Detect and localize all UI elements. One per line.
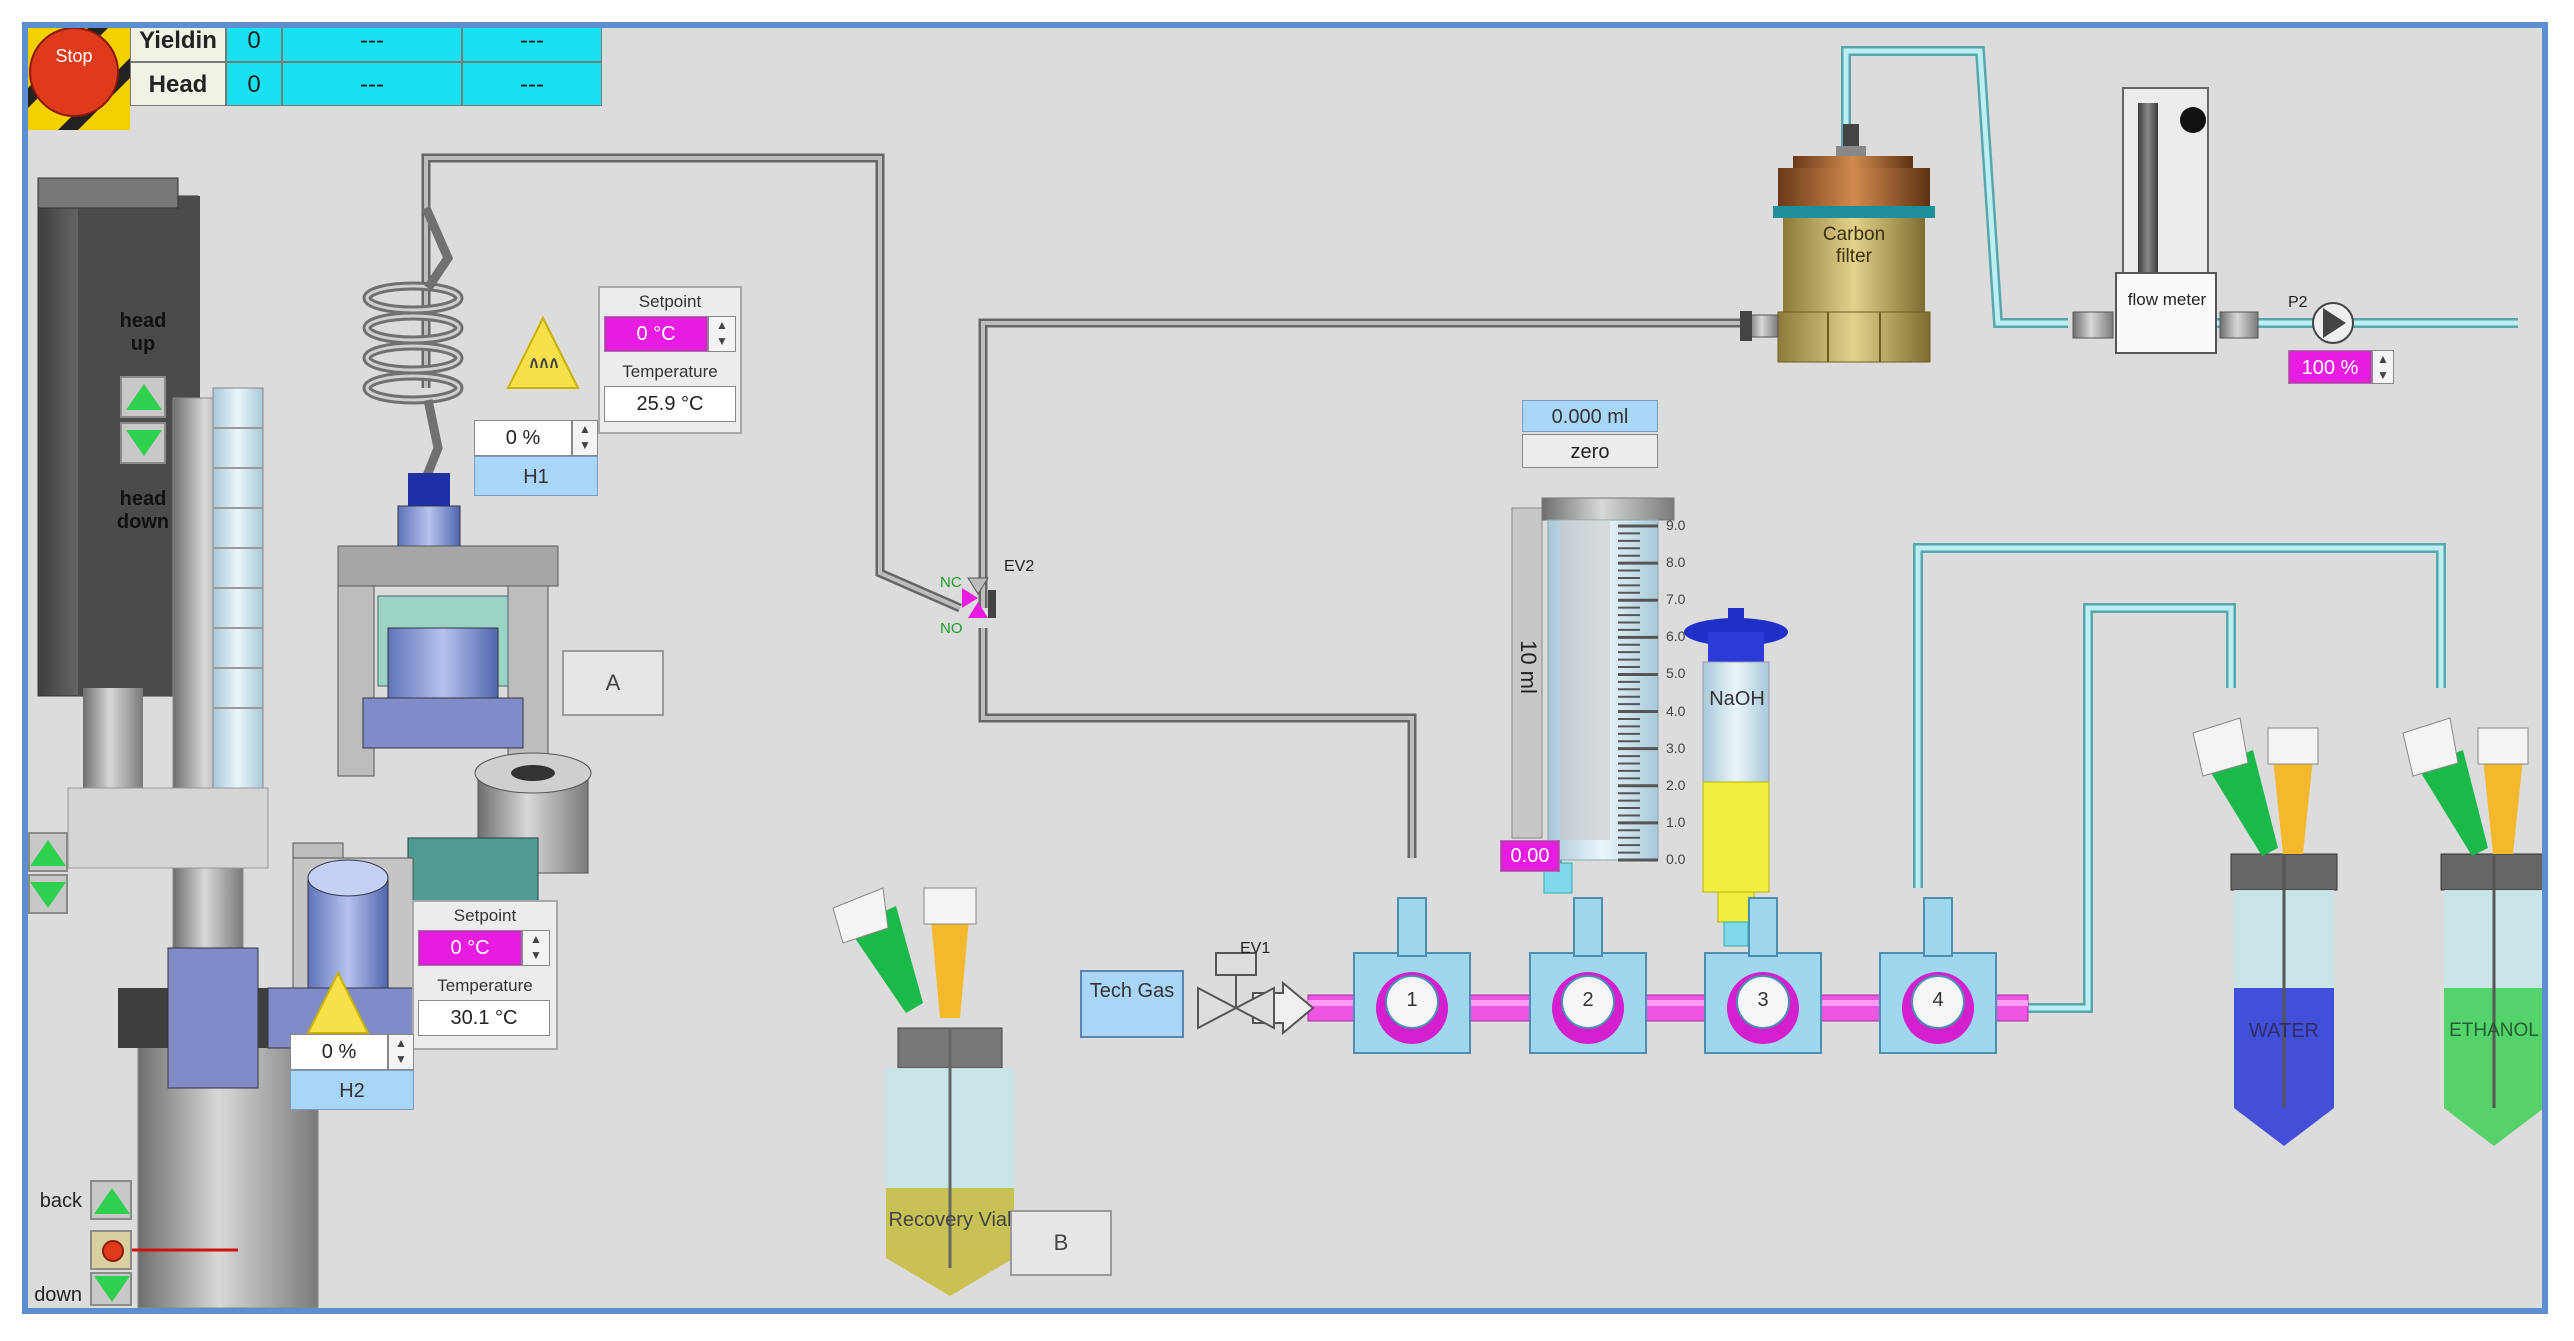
naoh-syringe [1684,608,1788,947]
ethanol-vial [2402,717,2542,1146]
syringe-tick-label: 0.0 [1666,851,1686,867]
status-row-col2: --- [282,28,462,62]
arrow-down-icon [126,430,162,456]
syringe-tick-label: 9.0 [1666,517,1686,533]
carbon-filter [1740,124,1935,363]
b-button[interactable]: B [1010,1210,1112,1276]
setpoint-title: Setpoint [453,906,517,925]
arrow-up-icon [94,1188,130,1214]
arrow-up-icon [30,840,66,866]
three-way-valve-icon [962,577,996,618]
arrow-up-icon [126,384,162,410]
side-up-button[interactable] [28,832,68,872]
ev2-label: EV2 [1004,558,1035,575]
water-vial-label: WATER [2249,1020,2319,1042]
heater-bottom-power-input[interactable]: 0 % [290,1034,388,1070]
back-up-button[interactable] [90,1180,132,1220]
heater-bottom-temperature: 30.1 °C [418,1000,550,1036]
manifold-valve-1[interactable] [1353,897,1471,1054]
flow-meter [2072,87,2354,354]
setpoint-title: Setpoint [638,292,702,311]
syringe-tick-label: 4.0 [1666,702,1686,719]
gas-line-valve1 [978,628,1417,858]
stop-label: Stop [55,46,93,66]
status-row-col3: --- [462,62,602,106]
carbon-filter-label: Carbon filter [1822,224,1886,267]
head-up-label: head up [119,310,167,355]
syringe-volume-readout: 0.000 ml [1522,400,1658,432]
ev2-port-nc: NC [940,574,962,591]
ethanol-vial-label: ETHANOL [2449,1020,2539,1041]
a-button[interactable]: A [562,650,664,716]
arrow-down-icon [94,1276,130,1302]
ev1-label: EV1 [1240,940,1271,957]
manifold-valve-label: 2 [1582,989,1594,1011]
heater-top-power-spinner[interactable]: ▲▼ [572,420,598,456]
manifold-valve-label: 3 [1757,989,1769,1011]
temperature-title: Temperature [622,362,718,381]
heater-top-temperature: 25.9 °C [604,386,736,422]
status-row-value: 0 [226,62,282,106]
flow-valve-label: P2 [2288,294,2308,311]
heater-bottom-setpoint-spinner[interactable]: ▲▼ [522,930,550,966]
flow-percent-spinner[interactable]: ▲▼ [2372,350,2394,384]
head-up-button[interactable] [120,376,166,418]
syringe-tick-label: 6.0 [1666,628,1686,645]
syringe-tick-label: 7.0 [1666,591,1686,608]
syringe-pump [1511,497,1675,894]
heater-top-power-input[interactable]: 0 % [474,420,572,456]
syringe-tick-label: 3.0 [1666,739,1686,756]
naoh-label: NaOH [1709,688,1765,710]
syringe-tick-label: 2.0 [1666,776,1686,793]
head-down-button[interactable] [120,422,166,464]
coil-reactor [337,206,580,787]
syringe-tick-label: 8.0 [1666,554,1686,571]
syringe-state-readout: zero [1522,434,1658,468]
manifold-valve-3[interactable] [1704,897,1822,1054]
heater-bottom-panel: Setpoint 0 °C ▲▼ Temperature 30.1 °C [412,900,558,1050]
heater-top-setpoint-input[interactable]: 0 °C [604,316,708,352]
temperature-title: Temperature [437,976,533,995]
syringe-tick-label: 1.0 [1666,813,1686,830]
manifold-valve-label: 4 [1932,989,1944,1011]
heater-top-setpoint-spinner[interactable]: ▲▼ [708,316,736,352]
manifold-valve-4[interactable] [1879,897,1997,1054]
manifold-valve-label: 1 [1406,989,1418,1011]
status-row-label: Head [130,62,226,106]
head-column [37,177,338,1308]
back-label: back [39,1190,82,1212]
arrow-down-icon [30,882,66,908]
down-label: down [34,1284,82,1306]
heater-bottom-name: H2 [290,1070,414,1110]
stop-button[interactable] [28,28,130,130]
head-down-label: head down [116,488,170,533]
process-diagram [28,28,2542,1308]
side-down-button[interactable] [28,874,68,914]
status-row-label: Yieldin [130,28,226,62]
tech-gas-button[interactable]: Tech Gas [1080,970,1184,1038]
syringe-position-value: 0.00 [1500,840,1560,872]
status-row-col2: --- [282,62,462,106]
stop-dot-icon [102,1240,124,1262]
heater-bottom-power-spinner[interactable]: ▲▼ [388,1034,414,1070]
stop-small-button[interactable] [90,1230,132,1270]
status-row-value: 0 [226,28,282,62]
flow-meter-label: flow meter [2127,290,2207,309]
syringe-tick-label: 5.0 [1666,665,1686,682]
recovery-vial [832,887,1014,1296]
status-row-col3: --- [462,28,602,62]
heater-top-name: H1 [474,456,598,496]
ev2-port-no: NO [940,620,963,637]
recovery-vial-label: Recovery Vial [888,1209,1012,1231]
process-window: Stop Yieldin 0 --- --- Head 0 --- --- he… [22,22,2548,1314]
ev1-valve[interactable] [1198,953,1278,1033]
heater-top-panel: Setpoint 0 °C ▲▼ Temperature 25.9 °C [598,286,742,434]
back-down-button[interactable] [90,1272,132,1306]
ev2-valve[interactable] [960,576,1000,636]
heater-bottom-setpoint-input[interactable]: 0 °C [418,930,522,966]
flow-percent-input[interactable]: 100 % [2288,350,2372,384]
syringe-name: 10 ml [1516,640,1541,694]
water-vial [2192,717,2338,1146]
manifold-valve-2[interactable] [1529,897,1647,1054]
